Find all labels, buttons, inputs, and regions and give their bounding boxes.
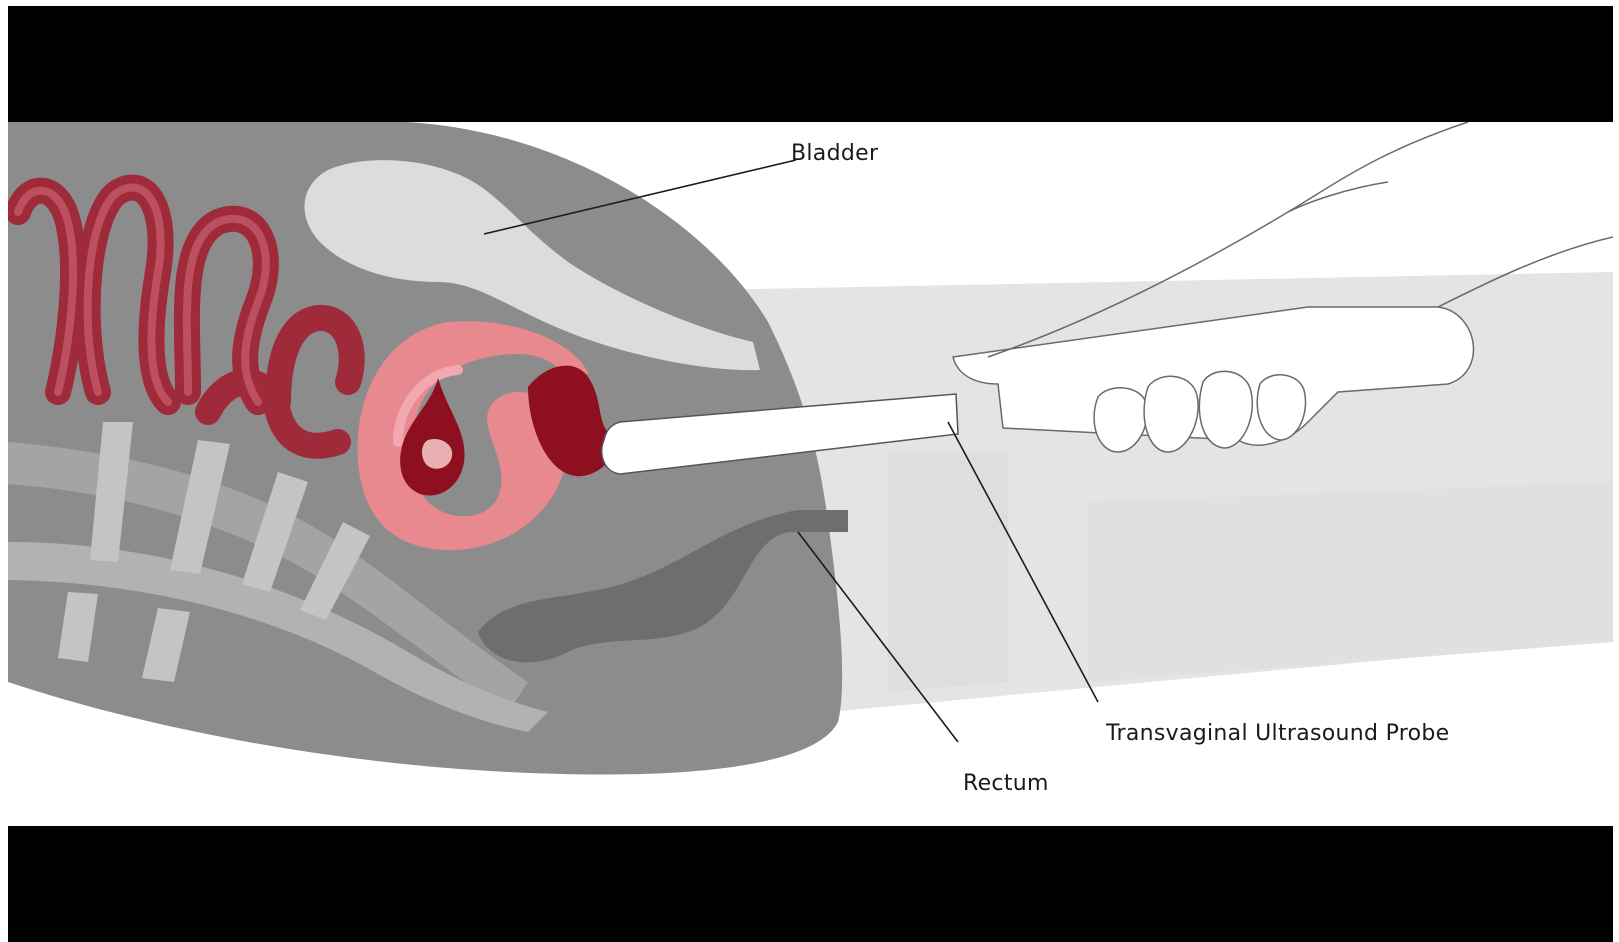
bladder-label: Bladder [791,141,878,166]
probe-label: Transvaginal Ultrasound Probe [1106,721,1449,746]
rectum-label: Rectum [963,771,1049,796]
thigh-texture [888,452,1008,692]
letterbox-top-bar [8,6,1613,122]
letterbox-bottom-bar [8,826,1613,942]
thigh-shade [1088,482,1613,682]
